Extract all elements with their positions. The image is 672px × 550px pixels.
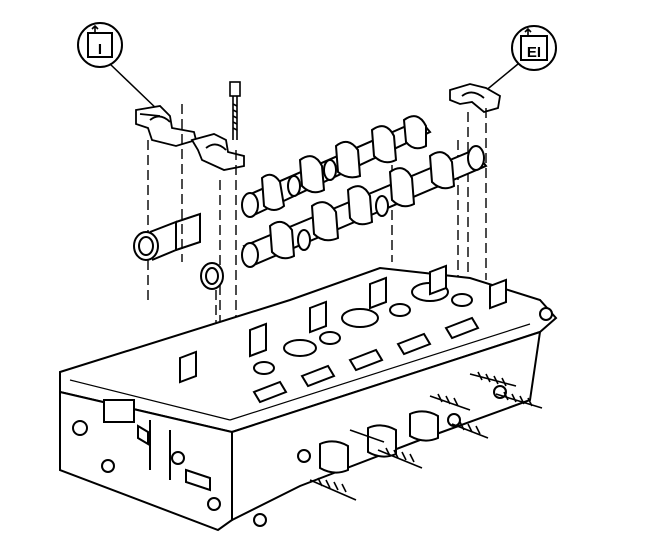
- arrow-up-icon: [524, 27, 532, 35]
- stud-7: [349, 429, 385, 443]
- callout-intake-marker: I: [77, 22, 161, 113]
- callout-intake-label: I: [98, 41, 102, 58]
- callout-exhaust-marker: EI: [483, 25, 557, 93]
- cam-cap-bolt: [229, 81, 241, 140]
- stud-1: [469, 371, 517, 387]
- exhaust-studs: [309, 371, 543, 501]
- stud-5: [377, 447, 423, 469]
- callout-exhaust-box: [520, 35, 548, 61]
- camshaft-exhaust-end: [241, 242, 259, 268]
- callout-intake-box: [87, 32, 113, 58]
- cylinder-head: [59, 264, 558, 532]
- bearing-cap-left-b: [190, 133, 245, 171]
- bearing-cap-left-a: [135, 105, 198, 147]
- stud-3: [429, 393, 471, 411]
- callout-exhaust-label: EI: [527, 44, 541, 61]
- bearing-cap-right: [449, 83, 501, 113]
- stud-2: [495, 391, 543, 409]
- callout-exhaust-leader: [483, 63, 519, 93]
- callout-intake-leader: [109, 63, 161, 113]
- arrow-up-icon: [91, 24, 99, 32]
- camshaft-intake: [241, 115, 432, 218]
- stud-6: [309, 477, 357, 501]
- camshaft-intake-end: [241, 192, 259, 218]
- camshaft-seal-upper: [133, 212, 201, 261]
- camshaft-exhaust: [241, 145, 488, 268]
- stud-4: [451, 421, 489, 439]
- camshaft-seal-lower: [200, 262, 224, 290]
